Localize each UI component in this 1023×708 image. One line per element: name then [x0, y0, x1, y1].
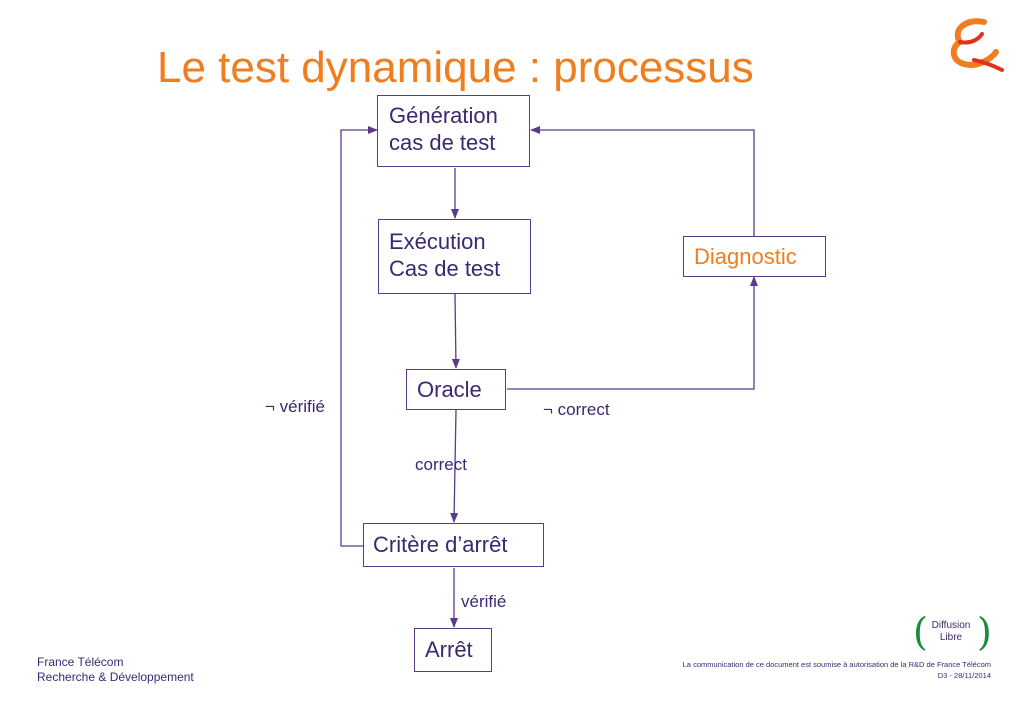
badge-open-paren-icon: ( [913, 610, 928, 654]
node-oracle-label: Oracle [417, 377, 482, 402]
node-arret-label: Arrêt [425, 637, 473, 662]
edge-critere-to-generation [340, 126, 378, 547]
edge-diagnostic-to-generation [530, 126, 755, 236]
node-critere-label: Critère d’arrêt [373, 532, 508, 557]
badge-line1: Diffusion [931, 620, 971, 631]
france-telecom-logo-icon [950, 18, 1004, 72]
footer-company: France Télécom [37, 655, 124, 669]
edge-label-correct: correct [415, 455, 467, 474]
node-generation-line2: cas de test [389, 130, 496, 155]
edge-oracle-to-diagnostic [507, 276, 758, 390]
edge-execution-to-oracle [451, 293, 460, 369]
diffusion-libre-badge: ( Diffusion Libre ) [913, 610, 993, 656]
edge-oracle-to-critere [450, 409, 459, 523]
node-generation-cas-de-test: Génération cas de test [377, 95, 530, 167]
node-generation-line1: Génération [389, 103, 498, 128]
node-arret: Arrêt [414, 628, 492, 672]
slide-title: Le test dynamique : processus [157, 43, 754, 92]
badge-close-paren-icon: ) [977, 610, 992, 654]
node-oracle: Oracle [406, 369, 506, 410]
node-execution-line2: Cas de test [389, 256, 501, 281]
edge-label-not-verified: ¬ vérifié [265, 397, 325, 416]
edge-label-not-correct: ¬ correct [543, 400, 610, 419]
footer-notice: La communication de ce document est soum… [682, 660, 991, 669]
footer-department: Recherche & Développement [37, 670, 194, 684]
footer-notice-block: La communication de ce document est soum… [683, 659, 991, 681]
node-diagnostic-label: Diagnostic [694, 244, 797, 269]
badge-text: Diffusion Libre [928, 620, 974, 644]
node-diagnostic: Diagnostic [683, 236, 826, 277]
node-execution-line1: Exécution [389, 229, 486, 254]
badge-line2: Libre [939, 632, 963, 643]
footer-company-block: France Télécom Recherche & Développement [37, 655, 194, 685]
footer-ref: D3 - 28/11/2014 [937, 671, 991, 680]
node-execution-cas-de-test: Exécution Cas de test [378, 219, 531, 294]
node-critere-arret: Critère d’arrêt [363, 523, 544, 567]
edge-label-verified: vérifié [461, 592, 507, 611]
